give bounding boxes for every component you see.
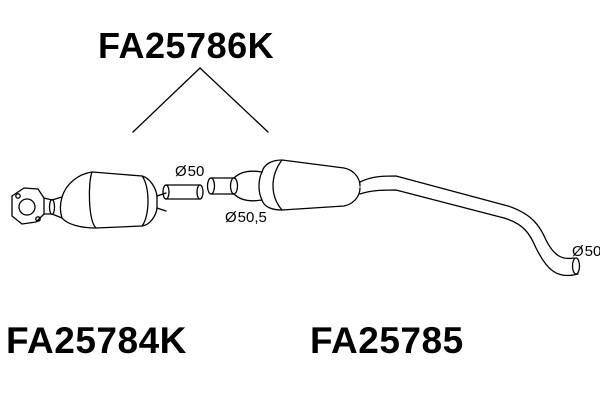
tailpipe-end-diameter-value: 50 <box>584 243 600 260</box>
diameter-icon: Ø <box>225 209 237 226</box>
diameter-icon: Ø <box>572 243 584 260</box>
tailpipe-end-diameter: Ø50 <box>572 244 600 259</box>
silencer-part-number: FA25785 <box>310 320 464 361</box>
tail-pipe <box>359 175 581 277</box>
catalyst-inlet-pipe <box>43 196 63 219</box>
catalytic-converter <box>59 171 158 229</box>
diameter-icon: Ø <box>175 163 187 180</box>
catalyst-part-number: FA25784K <box>6 320 187 361</box>
kit-part-number: FA25786K <box>98 25 275 66</box>
silencer-inlet-diameter-value: 50,5 <box>237 209 267 226</box>
silencer-inlet-diameter: Ø50,5 <box>225 210 267 225</box>
kit-bracket <box>132 67 269 133</box>
catalyst-outlet-diameter: Ø50 <box>175 164 204 179</box>
front-flange <box>11 187 45 225</box>
catalyst-outlet-pipe <box>156 184 204 212</box>
middle-silencer <box>258 159 361 211</box>
silencer-inlet-sleeve <box>206 170 263 202</box>
catalyst-outlet-diameter-value: 50 <box>187 163 205 180</box>
